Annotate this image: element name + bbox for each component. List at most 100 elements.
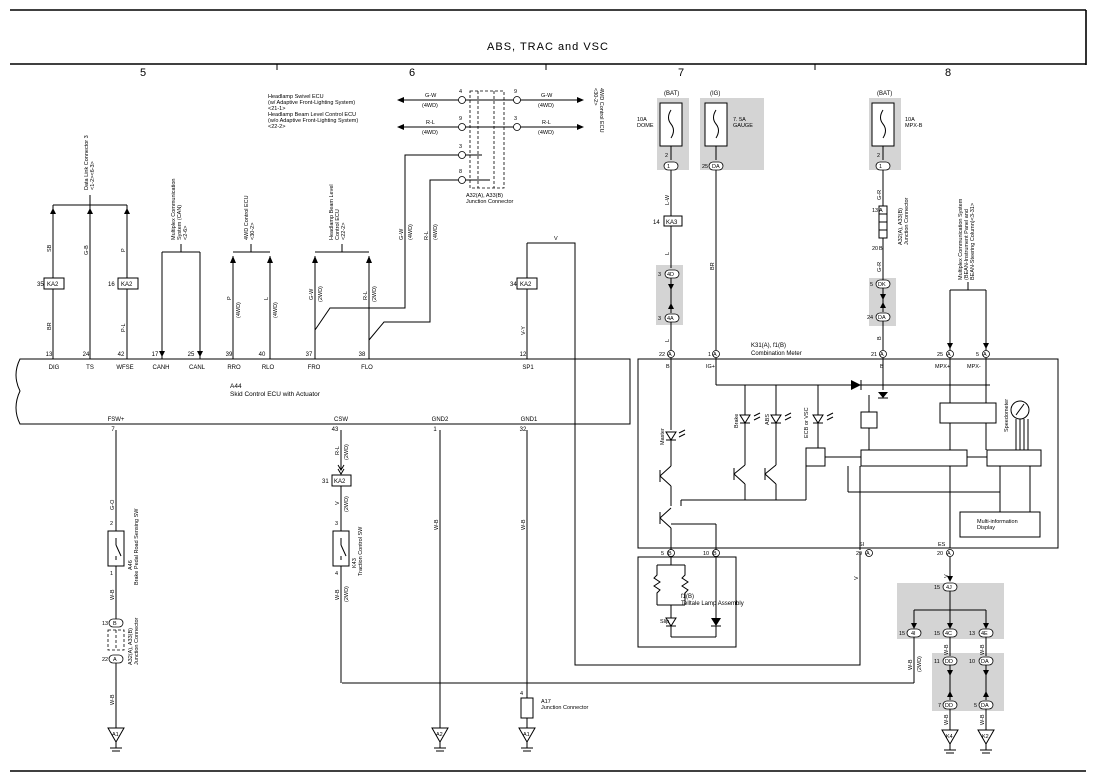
ground-label: K2 bbox=[982, 734, 989, 740]
trac-sw-id: K43 bbox=[352, 558, 358, 568]
svg-text:G-R: G-R bbox=[877, 262, 883, 272]
svg-text:5: 5 bbox=[661, 551, 664, 557]
svg-text:A: A bbox=[866, 551, 870, 557]
svg-text:GND1: GND1 bbox=[521, 417, 538, 423]
svg-text:B: B bbox=[880, 364, 884, 370]
svg-text:42: 42 bbox=[118, 352, 125, 358]
svg-text:ES: ES bbox=[938, 542, 946, 548]
svg-text:BR: BR bbox=[710, 262, 716, 270]
skid-control-ecu bbox=[15, 358, 631, 425]
svg-text:V: V bbox=[944, 574, 950, 578]
svg-text:10: 10 bbox=[969, 659, 975, 665]
svg-text:1: 1 bbox=[110, 571, 113, 577]
svg-text:ABS: ABS bbox=[765, 414, 771, 425]
connector-label: KA2 bbox=[520, 282, 532, 288]
diagram-title: ABS, TRAC and VSC bbox=[487, 41, 609, 53]
svg-text:DA: DA bbox=[981, 703, 989, 709]
svg-text:MPX+: MPX+ bbox=[935, 364, 950, 370]
svg-text:W-B: W-B bbox=[521, 519, 527, 530]
svg-text:SI: SI bbox=[859, 542, 865, 548]
ecu-bottom-pins: FSW+ 7 CSW 43 GND2 1 GND1 32 bbox=[108, 417, 538, 433]
svg-text:(4WD): (4WD) bbox=[538, 103, 554, 109]
svg-text:13: 13 bbox=[46, 352, 53, 358]
fuses bbox=[659, 102, 895, 160]
svg-text:W-B: W-B bbox=[110, 589, 116, 600]
svg-text:3: 3 bbox=[658, 316, 661, 322]
svg-text:25: 25 bbox=[937, 352, 943, 358]
svg-text:35: 35 bbox=[37, 282, 44, 288]
svg-text:3: 3 bbox=[335, 521, 338, 527]
svg-text:4C: 4C bbox=[945, 631, 952, 637]
col7-wiring bbox=[663, 161, 989, 350]
svg-text:L-W: L-W bbox=[665, 194, 671, 205]
svg-text:R-L: R-L bbox=[542, 120, 551, 126]
ground-label: A1 bbox=[523, 732, 530, 738]
svg-text:G-W: G-W bbox=[399, 228, 405, 240]
svg-text:V: V bbox=[854, 576, 860, 580]
svg-text:32: 32 bbox=[520, 427, 527, 433]
svg-text:P-L: P-L bbox=[121, 323, 127, 332]
svg-text:DK: DK bbox=[878, 282, 886, 288]
bat-label: (BAT) bbox=[664, 91, 679, 97]
svg-text:V-Y: V-Y bbox=[521, 326, 527, 335]
meter-top-pins: 22 A 1 A 21 A 25 A 5 A bbox=[659, 350, 990, 358]
ground-label: A1 bbox=[112, 732, 119, 738]
svg-text:9: 9 bbox=[459, 116, 462, 122]
svg-text:L: L bbox=[665, 339, 671, 342]
svg-text:DD: DD bbox=[945, 703, 953, 709]
svg-text:Master: Master bbox=[660, 428, 666, 445]
ground-label: A2 bbox=[436, 732, 443, 738]
svg-text:W-B: W-B bbox=[980, 644, 986, 655]
svg-text:(2WD): (2WD) bbox=[318, 286, 324, 302]
svg-text:TS: TS bbox=[86, 365, 94, 371]
svg-text:V: V bbox=[554, 236, 558, 242]
bat-label: (BAT) bbox=[877, 91, 892, 97]
svg-text:W-B: W-B bbox=[944, 644, 950, 655]
svg-text:CANH: CANH bbox=[152, 365, 169, 371]
svg-text:34: 34 bbox=[510, 282, 517, 288]
svg-text:25: 25 bbox=[188, 352, 195, 358]
telltale-id: f1(B) bbox=[681, 594, 694, 600]
beam-level-label: Headlamp Beam LevelControl ECU<22-2> bbox=[329, 184, 347, 240]
svg-text:43: 43 bbox=[332, 427, 339, 433]
fwd-ecu-right-label: 4WD Control ECU<30-2> bbox=[592, 88, 604, 133]
svg-text:(4WD): (4WD) bbox=[422, 130, 438, 136]
svg-text:W-B: W-B bbox=[335, 589, 341, 600]
svg-text:31: 31 bbox=[322, 479, 329, 485]
svg-text:B: B bbox=[113, 621, 117, 627]
svg-text:CSW: CSW bbox=[334, 417, 348, 423]
trac-sw-name: Traction Control SW bbox=[358, 526, 364, 576]
svg-text:W-B: W-B bbox=[980, 714, 986, 725]
svg-text:4E: 4E bbox=[981, 631, 988, 637]
svg-text:RRO: RRO bbox=[227, 365, 241, 371]
svg-text:13: 13 bbox=[872, 208, 878, 214]
mpx-system-label: Multiplex Communication System (BEAN-Ins… bbox=[958, 197, 976, 280]
svg-text:A: A bbox=[983, 352, 987, 358]
svg-text:22: 22 bbox=[659, 352, 665, 358]
svg-text:15: 15 bbox=[934, 631, 940, 637]
svg-text:7: 7 bbox=[111, 427, 115, 433]
svg-text:W-B: W-B bbox=[908, 659, 914, 670]
ecu-top-pins: 13 DIG 24 TS 42 WFSE 17 CANH 25 CANL 39 … bbox=[46, 352, 535, 371]
svg-text:8: 8 bbox=[459, 169, 462, 175]
ecu-id: A44 bbox=[230, 383, 242, 390]
svg-text:16: 16 bbox=[108, 282, 115, 288]
svg-text:SP1: SP1 bbox=[522, 365, 534, 371]
svg-text:WFSE: WFSE bbox=[116, 365, 133, 371]
svg-text:G-W: G-W bbox=[541, 93, 553, 99]
es-junction-wiring bbox=[342, 557, 994, 730]
brake-sw-id: A46 bbox=[128, 560, 134, 570]
svg-text:A: A bbox=[947, 352, 951, 358]
meter-name: Combination Meter bbox=[751, 351, 802, 357]
svg-text:(4WD): (4WD) bbox=[538, 130, 554, 136]
junction-a32-right-label: A32(A), A33(B)Junction Connector bbox=[898, 197, 910, 245]
svg-text:V: V bbox=[335, 501, 341, 505]
svg-text:1: 1 bbox=[879, 164, 882, 170]
svg-text:20: 20 bbox=[872, 246, 878, 252]
svg-text:2: 2 bbox=[665, 153, 668, 159]
svg-text:17: 17 bbox=[152, 352, 159, 358]
column-number: 6 bbox=[409, 67, 415, 79]
svg-text:MPX-: MPX- bbox=[967, 364, 981, 370]
svg-text:BR: BR bbox=[47, 322, 53, 330]
